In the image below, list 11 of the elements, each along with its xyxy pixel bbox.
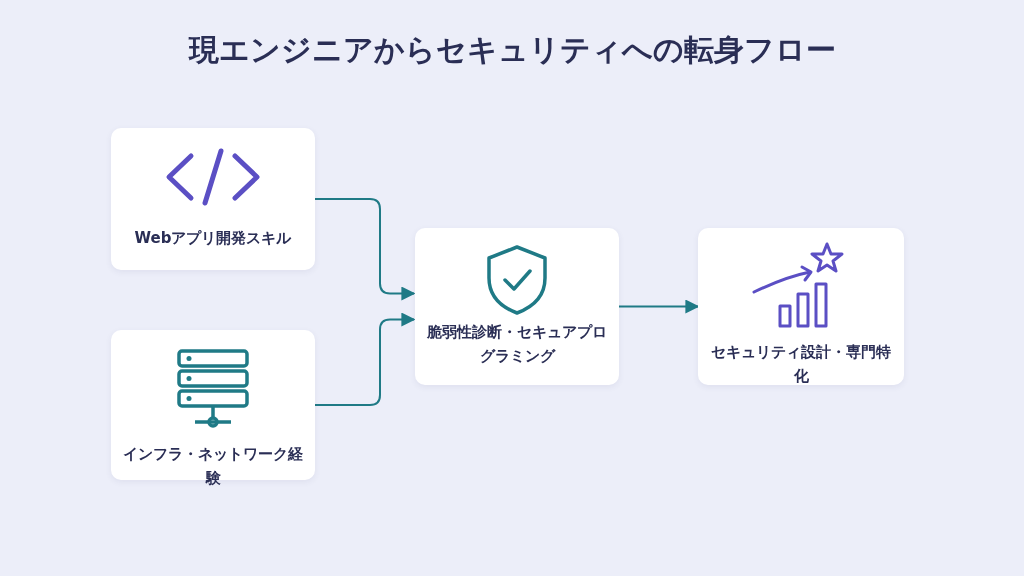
- card-label: セキュリティ設計・専門特化: [710, 342, 892, 387]
- connector-arrow: [314, 198, 416, 301]
- card-label: Webアプリ開発スキル: [133, 228, 293, 249]
- connector-arrow: [314, 312, 416, 406]
- connector-arrow: [618, 299, 700, 314]
- process-card: [698, 228, 904, 385]
- card-label: 脆弱性診断・セキュアプログラミング: [426, 322, 608, 367]
- process-card: [415, 228, 619, 385]
- title: 現エンジニアからセキュリティへの転身フロー: [187, 31, 837, 69]
- process-card: [111, 128, 315, 270]
- card-label: インフラ・ネットワーク経験: [122, 444, 304, 489]
